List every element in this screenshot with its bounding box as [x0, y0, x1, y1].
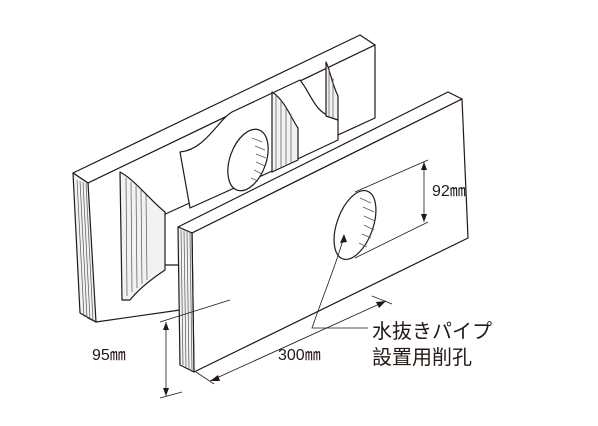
callout-leader: [311, 234, 368, 329]
dim-92-label: 92㎜: [432, 183, 466, 200]
mid-column-hatch: [275, 96, 292, 170]
callout-line1: 水抜きパイプ: [372, 319, 492, 343]
connecting-web: [119, 61, 339, 301]
front-hole-hatch: [358, 197, 376, 248]
front-wall-end: [177, 226, 195, 373]
rear-hole-hatch: [250, 137, 267, 182]
left-flange-hatch: [125, 177, 148, 297]
dimension-92: [354, 159, 429, 259]
mid-column: [271, 91, 299, 173]
back-wall-end-hatch: [76, 179, 94, 321]
right-column-hatch: [328, 68, 334, 118]
callout-line2: 設置用削孔: [372, 345, 472, 369]
front-wall-end-hatch: [180, 229, 193, 372]
dim-300-label: 300㎜: [278, 347, 321, 364]
dim-95-label: 95㎜: [92, 347, 126, 364]
front-wall: [177, 91, 469, 373]
dimension-95: [159, 299, 231, 399]
dimension-300: [195, 295, 393, 385]
